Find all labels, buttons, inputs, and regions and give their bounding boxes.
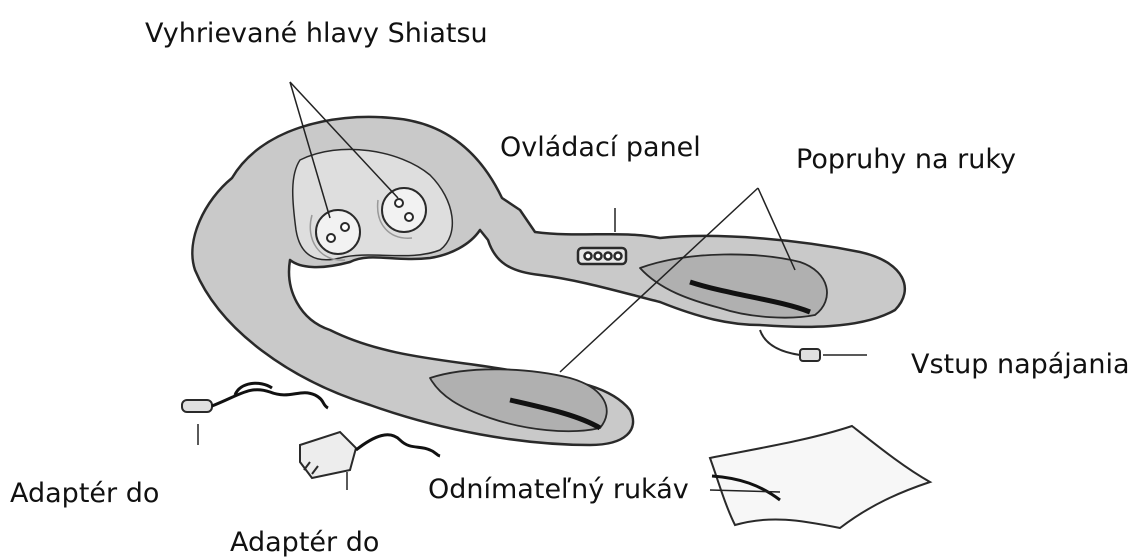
sleeve-cloth xyxy=(710,426,930,528)
control-button-1 xyxy=(585,253,592,260)
control-button-3 xyxy=(605,253,612,260)
shiatsu-head-left xyxy=(316,210,360,254)
power-input xyxy=(760,330,820,361)
car-adapter-plug xyxy=(182,400,212,412)
removable-sleeve xyxy=(710,426,930,528)
shiatsu-head-right xyxy=(382,188,426,232)
shiatsu-head-left-nub-1 xyxy=(327,234,335,242)
label-car-adapter: Adaptér do xyxy=(10,478,159,510)
label-hand-straps: Popruhy na ruky xyxy=(796,144,1016,176)
control-button-2 xyxy=(595,253,602,260)
wall-adapter-cord xyxy=(356,435,440,456)
shiatsu-head-right-nub-1 xyxy=(395,199,403,207)
car-adapter xyxy=(182,383,328,412)
label-wall-adapter: Adaptér do xyxy=(230,527,379,559)
power-cable xyxy=(760,330,800,355)
shiatsu-head-right-nub-2 xyxy=(405,213,413,221)
car-adapter-cord xyxy=(212,390,328,408)
shiatsu-head-left-nub-2 xyxy=(341,223,349,231)
wall-adapter-body xyxy=(300,432,356,478)
label-removable-sleeve: Odnímateľný rukáv xyxy=(428,474,689,506)
wall-adapter xyxy=(300,432,440,478)
label-heated-shiatsu-heads: Vyhrievané hlavy Shiatsu xyxy=(145,18,488,50)
label-power-input: Vstup napájania xyxy=(911,349,1130,381)
control-button-4 xyxy=(615,253,622,260)
power-plug xyxy=(800,349,820,361)
label-control-panel: Ovládací panel xyxy=(500,132,701,164)
